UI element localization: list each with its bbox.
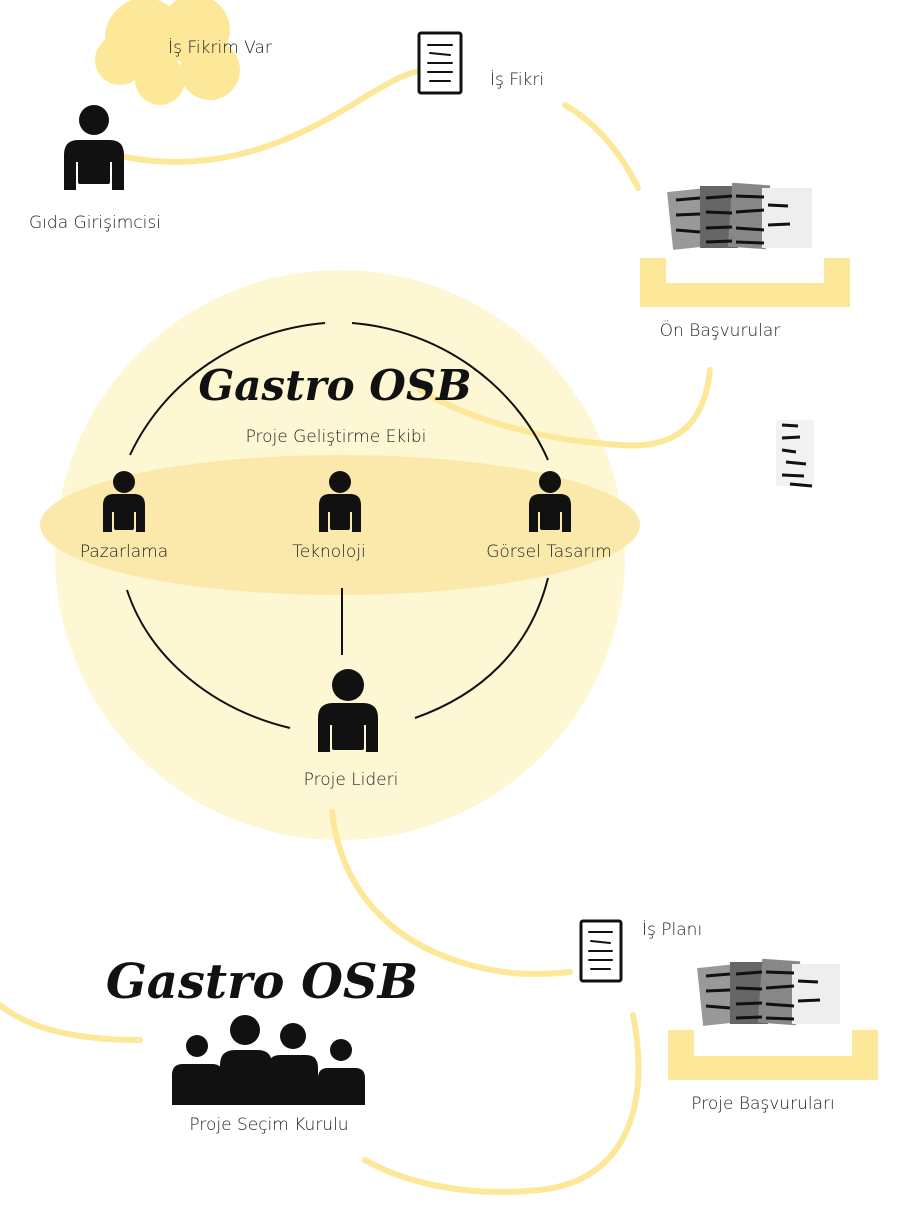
person-icon xyxy=(318,669,378,752)
path-leader-to-plan xyxy=(329,809,573,977)
leader-label: Proje Lideri xyxy=(304,770,399,790)
path-preapps-to-team xyxy=(417,367,713,449)
business-plan-label: İş Planı xyxy=(642,919,702,940)
person-icon xyxy=(103,471,145,532)
committee-label: Proje Seçim Kurulu xyxy=(189,1115,348,1135)
document-icon xyxy=(417,31,463,95)
idea-doc-label: İş Fikri xyxy=(490,69,544,90)
ring-arc-top-right xyxy=(351,322,549,461)
pre-applications-label: Ön Başvurular xyxy=(660,319,781,341)
team-subtitle: Proje Geliştirme Ekibi xyxy=(246,427,427,447)
path-apps-to-committee xyxy=(362,1012,642,1195)
ring-arc-bottom-right xyxy=(414,577,549,719)
member-label: Görsel Tasarım xyxy=(486,542,612,562)
team-member-marketing: Pazarlama xyxy=(80,471,168,562)
business-plan-node: İş Planı xyxy=(579,919,702,983)
path-idea-to-preapps xyxy=(562,102,641,191)
cloud-icon xyxy=(95,0,240,105)
entrepreneur-node: Gıda Girişimcisi xyxy=(29,105,161,233)
ring-arc-top-left xyxy=(129,322,326,456)
idea-doc-node: İş Fikri xyxy=(417,31,544,95)
team-ring xyxy=(126,322,549,729)
group-icon xyxy=(172,1015,365,1105)
flow-paths xyxy=(0,66,713,1195)
project-applications-node: Proje Başvuruları xyxy=(668,958,878,1114)
documents-stack-icon xyxy=(697,958,840,1026)
tray-icon xyxy=(668,1030,878,1080)
person-icon xyxy=(64,105,124,190)
path-committee-out xyxy=(0,1002,143,1043)
committee-node: Gastro OSB Proje Seçim Kurulu xyxy=(106,954,418,1135)
idea-cloud-label: İş Fikrim Var xyxy=(168,37,272,58)
idea-cloud: İş Fikrim Var xyxy=(95,0,272,105)
team-member-visual-design: Görsel Tasarım xyxy=(486,471,612,562)
pre-applications-node: Ön Başvurular xyxy=(640,182,850,341)
tray-icon xyxy=(640,258,850,307)
project-leader-node: Proje Lideri xyxy=(304,669,399,790)
floating-document-icon xyxy=(776,420,814,488)
entrepreneur-label: Gıda Girişimcisi xyxy=(29,213,161,233)
project-applications-label: Proje Başvuruları xyxy=(691,1094,834,1114)
person-icon xyxy=(319,471,361,532)
path-entrepreneur-to-idea xyxy=(92,66,433,165)
ring-arc-bottom-left xyxy=(126,589,291,729)
team-member-technology: Teknoloji xyxy=(292,471,366,562)
team-brand: Gastro OSB xyxy=(198,361,471,410)
member-label: Pazarlama xyxy=(80,542,168,562)
document-icon xyxy=(579,919,623,983)
committee-brand: Gastro OSB xyxy=(106,954,418,1010)
member-label: Teknoloji xyxy=(292,542,366,562)
documents-stack-icon xyxy=(667,182,812,250)
person-icon xyxy=(529,471,571,532)
